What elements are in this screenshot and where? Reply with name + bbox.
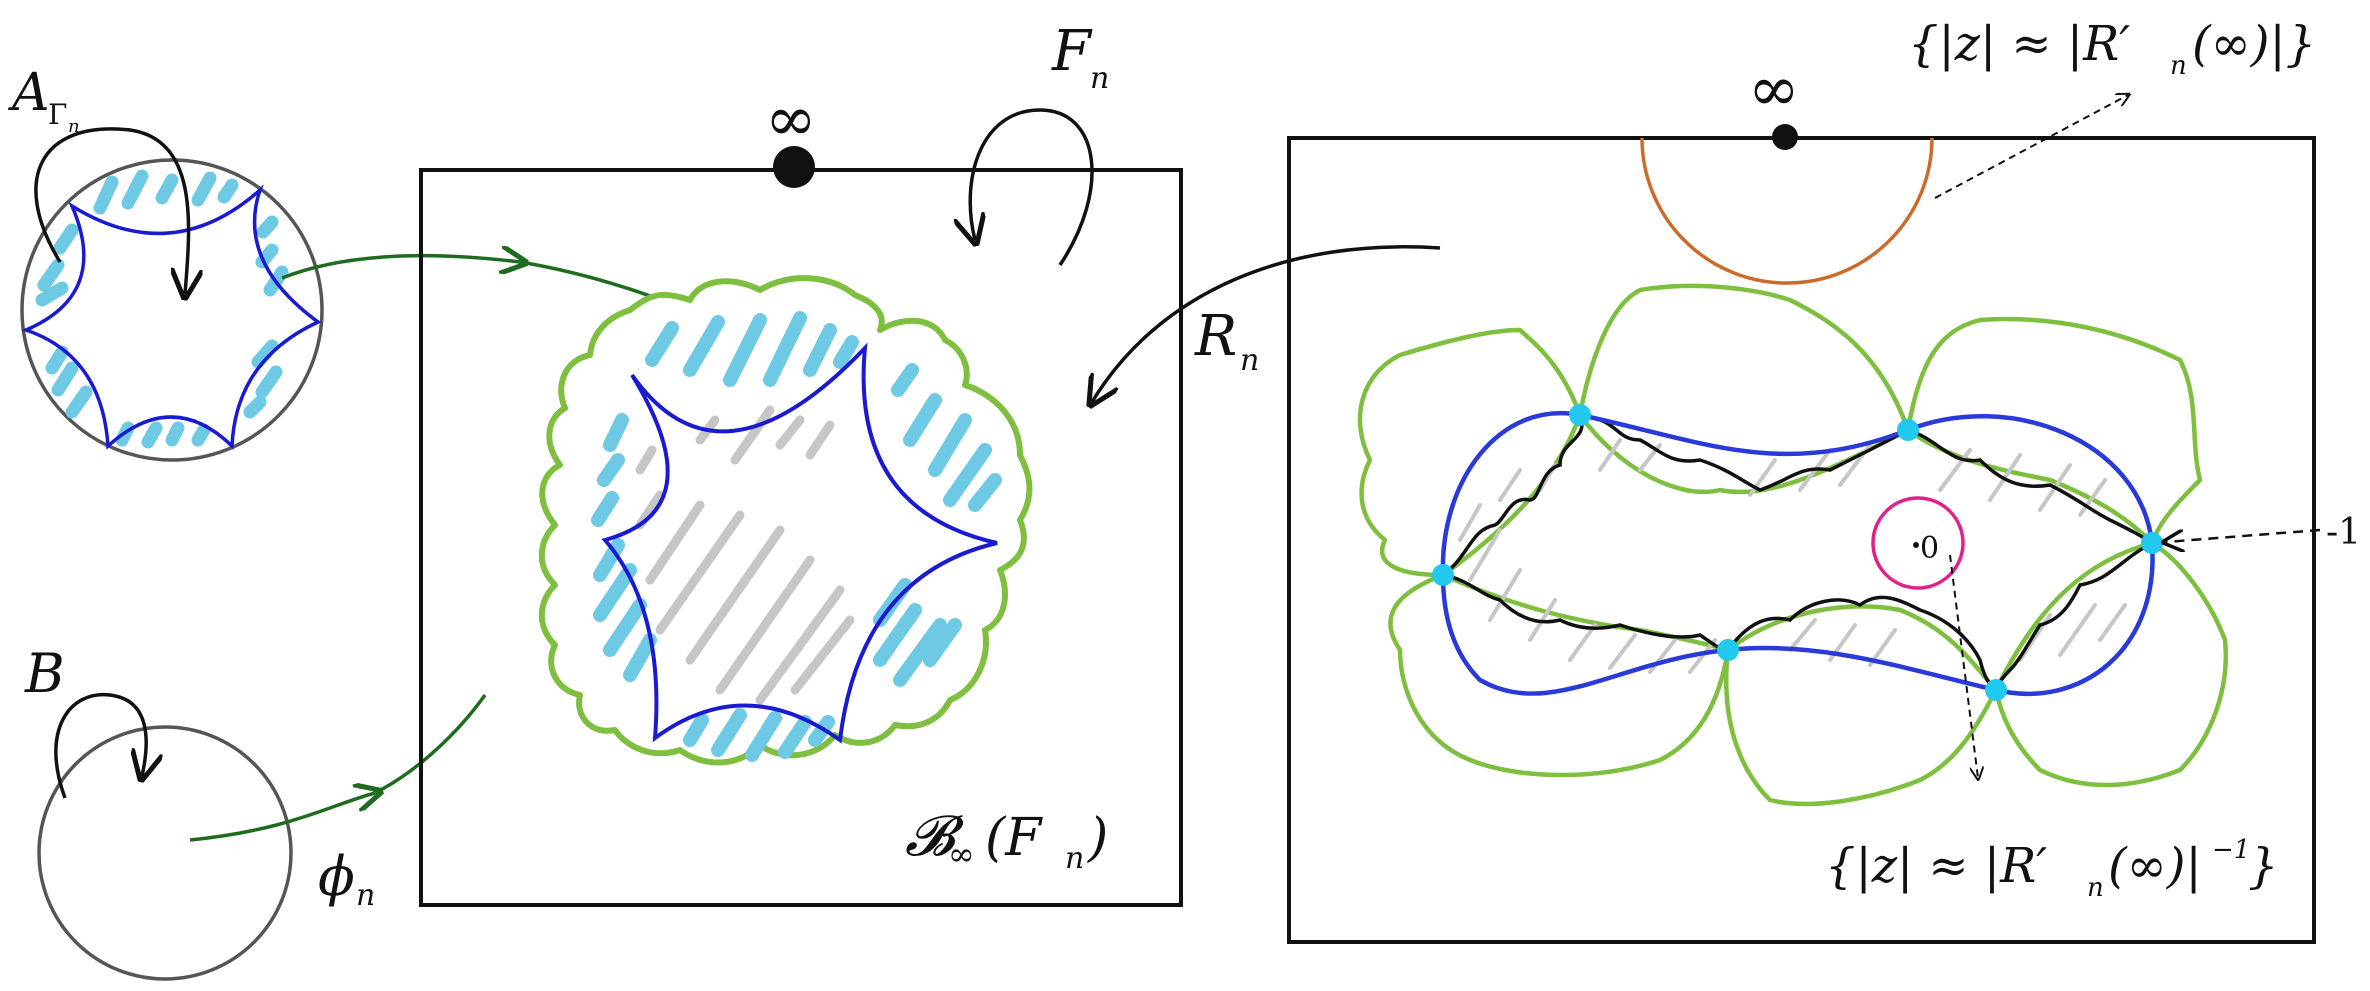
inner-circle xyxy=(1871,496,1965,590)
label-top-set-main: {|z| ≈ |R′ xyxy=(1908,16,2130,72)
label-phi-n: ϕ n xyxy=(318,845,375,913)
infinity-point-right xyxy=(1772,124,1798,150)
b-arrow xyxy=(54,692,146,799)
a-gamma-arrow xyxy=(34,127,189,294)
critical-point xyxy=(1569,404,1591,426)
r-n-arrow xyxy=(1092,245,1441,402)
critical-point xyxy=(1897,419,1919,441)
pointer-bottom-set xyxy=(1949,554,1978,778)
label-f: F xyxy=(1051,19,1093,84)
label-basin: 𝓑 ∞ (F n ) xyxy=(905,804,1108,876)
disk-b xyxy=(37,692,293,981)
pointer-minus-one xyxy=(2166,528,2321,542)
label-minus-one: -1 xyxy=(2326,512,2361,553)
label-zero: 0 xyxy=(1920,531,1939,566)
right-box xyxy=(1287,95,2321,944)
origin-dot xyxy=(1913,542,1919,548)
label-basin-sub: ∞ xyxy=(948,835,975,873)
middle-box xyxy=(419,108,1183,907)
blue-boundary-curve xyxy=(1440,411,2155,696)
label-basin-arg: (F xyxy=(985,808,1043,868)
label-a-gamma-n: A Γ n xyxy=(8,63,80,137)
pointer-top-set xyxy=(1934,95,2128,199)
basin-petal-hatching xyxy=(591,311,1002,762)
disk-a-gamma xyxy=(20,127,324,462)
label-b: B xyxy=(24,642,65,705)
critical-point xyxy=(1432,564,1454,586)
label-basin-arg-sub: n xyxy=(1065,841,1084,876)
label-bottom-set-sub: n xyxy=(2087,873,2104,903)
label-bottom-set-main: {|z| ≈ |R′ xyxy=(1825,838,2047,894)
label-f-n: F n xyxy=(1051,19,1109,96)
label-r-sub: n xyxy=(1240,343,1259,378)
label-top-set: {|z| ≈ |R′ n (∞)|} xyxy=(1908,16,2316,81)
label-infinity-right: ∞ xyxy=(1748,52,1800,125)
label-a-sub: Γ xyxy=(48,98,67,131)
label-bottom-set-sup: −1 xyxy=(2212,835,2250,865)
label-f-sub: n xyxy=(1090,61,1109,96)
basin-boundary xyxy=(538,275,1033,766)
label-infinity-left: ∞ xyxy=(765,82,817,155)
critical-point xyxy=(2141,532,2163,554)
label-bottom-set-end: (∞)| xyxy=(2108,838,2202,894)
green-arrow-a-to-basin xyxy=(281,256,520,280)
basin-ideal-polygon xyxy=(601,342,998,744)
label-phi-sub: n xyxy=(356,878,375,913)
label-top-set-end: (∞)|} xyxy=(2192,16,2316,72)
label-basin-close: ) xyxy=(1087,808,1108,868)
critical-point xyxy=(1985,679,2007,701)
disk-a-ideal-polygon xyxy=(21,184,322,450)
label-a-subsub: n xyxy=(68,116,80,137)
label-bottom-set-close: } xyxy=(2248,838,2279,894)
disk-a-hatching xyxy=(35,169,289,449)
label-phi: ϕ xyxy=(318,845,355,908)
critical-points xyxy=(1432,404,2163,701)
label-r: R xyxy=(1194,304,1237,369)
label-a: A xyxy=(8,63,50,123)
f-n-arrow xyxy=(970,108,1094,266)
basin-center-hatching xyxy=(635,405,855,705)
label-top-set-sub: n xyxy=(2170,51,2187,81)
green-arrow-phi xyxy=(189,793,375,842)
label-bottom-set: {|z| ≈ |R′ n (∞)| −1 } xyxy=(1825,835,2279,903)
green-arrow-phi-continue xyxy=(374,693,487,795)
outer-circle-arc xyxy=(1640,137,1934,285)
scalloped-curves xyxy=(1441,413,2153,692)
label-basin-b: 𝓑 xyxy=(905,804,964,869)
label-r-n: R n xyxy=(1194,304,1259,378)
infinity-point-left xyxy=(773,146,815,188)
critical-point xyxy=(1717,639,1739,661)
